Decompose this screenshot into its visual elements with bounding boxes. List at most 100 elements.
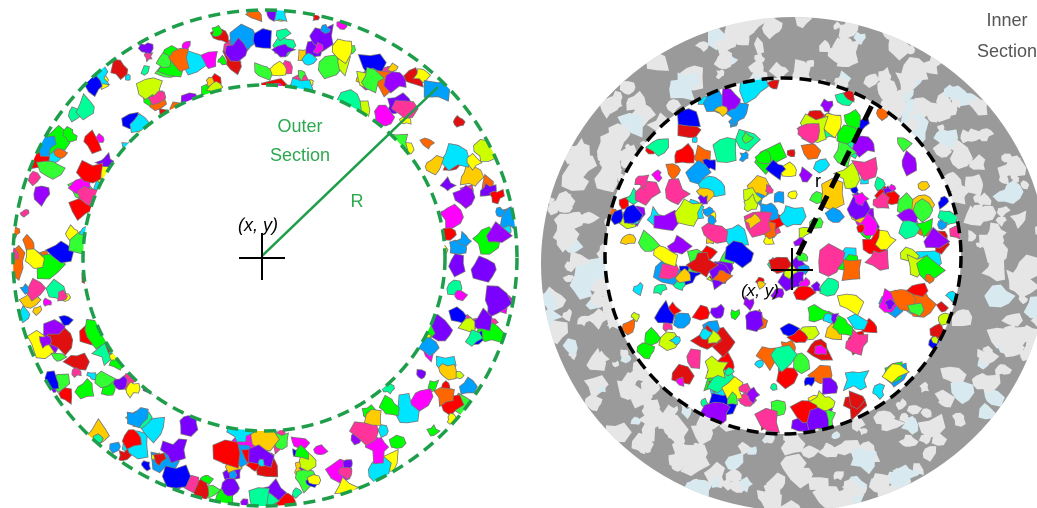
particle <box>667 430 686 448</box>
particle <box>320 24 332 35</box>
particle <box>951 185 971 199</box>
particle <box>452 115 466 128</box>
inner-section-label-line2: Section <box>977 41 1037 61</box>
particle <box>952 412 966 427</box>
particle <box>770 287 785 300</box>
particle <box>424 155 445 176</box>
particle <box>856 428 868 436</box>
particle <box>651 169 663 183</box>
particle <box>793 352 811 375</box>
particle <box>53 148 69 159</box>
particle <box>45 240 75 264</box>
particle <box>715 69 725 80</box>
particle <box>1023 296 1037 319</box>
particle <box>743 295 755 312</box>
particle <box>699 328 713 341</box>
particle <box>995 216 1007 227</box>
particle <box>636 342 656 360</box>
particle <box>42 297 52 307</box>
particle <box>912 198 934 223</box>
particle <box>448 253 466 278</box>
particle <box>168 47 190 72</box>
particle <box>711 269 734 284</box>
right-panel: r (x, y) Inner Section <box>541 10 1037 508</box>
particle <box>695 41 709 52</box>
particle <box>778 205 807 228</box>
center-crosshair-right <box>771 248 813 290</box>
particle <box>702 206 715 217</box>
particle <box>916 254 946 283</box>
particle <box>974 374 1001 394</box>
particle <box>668 335 681 346</box>
particle <box>881 185 894 196</box>
particle <box>745 309 764 332</box>
particle <box>212 439 241 469</box>
particle <box>260 78 291 99</box>
particle <box>922 446 937 462</box>
particle <box>765 184 774 194</box>
particle <box>735 31 750 46</box>
particle <box>555 190 576 210</box>
particle <box>713 105 729 117</box>
particle <box>416 369 427 380</box>
radius-label-r: r <box>815 171 821 191</box>
particle <box>610 208 624 226</box>
particle <box>967 98 988 116</box>
particle <box>58 387 73 405</box>
inner-section-label-line1: Inner <box>986 10 1027 30</box>
particle <box>458 376 478 395</box>
particle <box>770 382 778 391</box>
particle <box>562 308 572 322</box>
particle <box>969 154 986 170</box>
particle <box>721 375 744 401</box>
particle <box>24 248 45 270</box>
particle <box>800 445 820 459</box>
particle <box>634 174 650 191</box>
particle <box>933 128 959 149</box>
particle <box>936 90 952 108</box>
particle <box>724 367 735 377</box>
particle <box>438 363 457 381</box>
particle <box>669 79 695 101</box>
particle <box>297 70 306 82</box>
particle <box>975 242 984 249</box>
particle <box>617 112 643 138</box>
particle <box>978 205 997 222</box>
particle <box>888 34 912 61</box>
particle <box>931 430 948 446</box>
particle <box>786 327 809 344</box>
particle <box>984 284 1016 308</box>
particle <box>975 192 992 206</box>
particle <box>846 313 869 331</box>
particle <box>598 129 624 157</box>
particle <box>786 149 796 157</box>
particle <box>495 206 507 218</box>
particle <box>78 223 100 237</box>
particle <box>691 304 711 321</box>
particle <box>856 223 865 234</box>
particle <box>294 444 310 460</box>
particle <box>301 52 318 66</box>
particle <box>906 405 923 415</box>
particle <box>757 280 767 290</box>
particle <box>403 343 416 355</box>
particle <box>836 49 858 67</box>
particle <box>470 255 497 283</box>
particle <box>143 52 154 63</box>
particle <box>819 39 831 52</box>
particle <box>776 367 799 390</box>
particle <box>83 129 103 155</box>
particle <box>1019 254 1037 282</box>
particle <box>986 222 1007 243</box>
particle <box>721 477 734 491</box>
particle <box>622 204 644 224</box>
particle <box>585 308 611 330</box>
particle <box>27 170 42 187</box>
particle <box>57 289 68 302</box>
particle <box>313 444 329 456</box>
particle <box>257 458 265 467</box>
particle <box>819 277 840 297</box>
particle <box>896 208 919 224</box>
particle <box>779 322 801 337</box>
particle <box>850 447 877 475</box>
